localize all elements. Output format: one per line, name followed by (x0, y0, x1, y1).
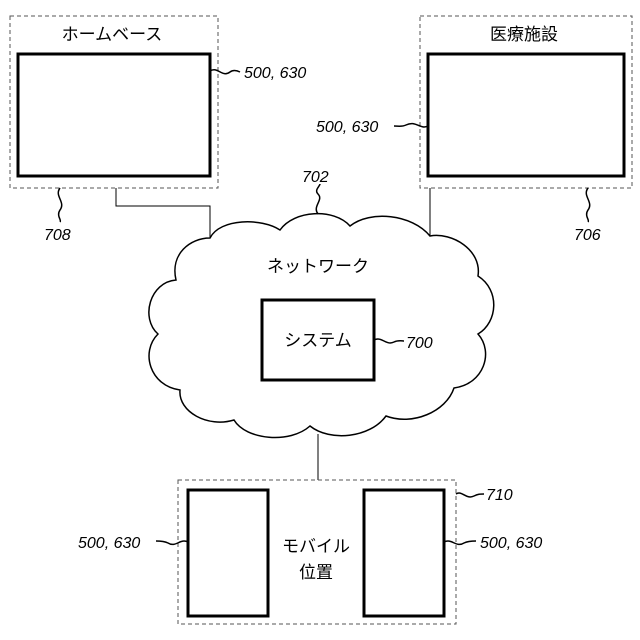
mobile-location-ref: 710 (486, 487, 513, 504)
mobile-label-line1: モバイル (282, 537, 350, 556)
left-device-leader (156, 541, 188, 544)
medical-facility-title: 医療施設 (490, 25, 558, 44)
system-label: システム (284, 331, 352, 350)
facility-ref-leader (586, 188, 589, 222)
right-device-ref: 500, 630 (480, 535, 542, 552)
home-base-title: ホームベース (62, 25, 163, 44)
home-base-group: ホームベース 500, 630 708 (10, 16, 306, 244)
facility-device-ref: 500, 630 (316, 119, 378, 136)
medical-facility-device (428, 54, 624, 176)
left-device-ref: 500, 630 (78, 535, 140, 552)
right-device-leader (444, 541, 476, 544)
home-base-ref-leader (58, 188, 61, 222)
medical-facility-group: 医療施設 500, 630 706 (316, 16, 632, 244)
mobile-device-right (364, 490, 444, 616)
medical-facility-ref: 706 (574, 227, 601, 244)
network-ref: 702 (302, 169, 329, 186)
home-base-ref: 708 (44, 227, 71, 244)
system-ref: 700 (406, 335, 433, 352)
mobile-device-left (188, 490, 268, 616)
network-label: ネットワーク (267, 257, 369, 276)
facility-device-leader (394, 124, 428, 127)
network-ref-leader (316, 184, 320, 214)
home-base-device (18, 54, 210, 176)
mobile-location-group: モバイル 位置 710 500, 630 500, 630 (78, 480, 542, 624)
home-device-ref: 500, 630 (244, 65, 306, 82)
home-device-leader (210, 70, 240, 74)
mobile-label-line2: 位置 (299, 563, 333, 582)
home-to-network-line (116, 188, 210, 238)
mobile-ref-leader (456, 493, 484, 497)
